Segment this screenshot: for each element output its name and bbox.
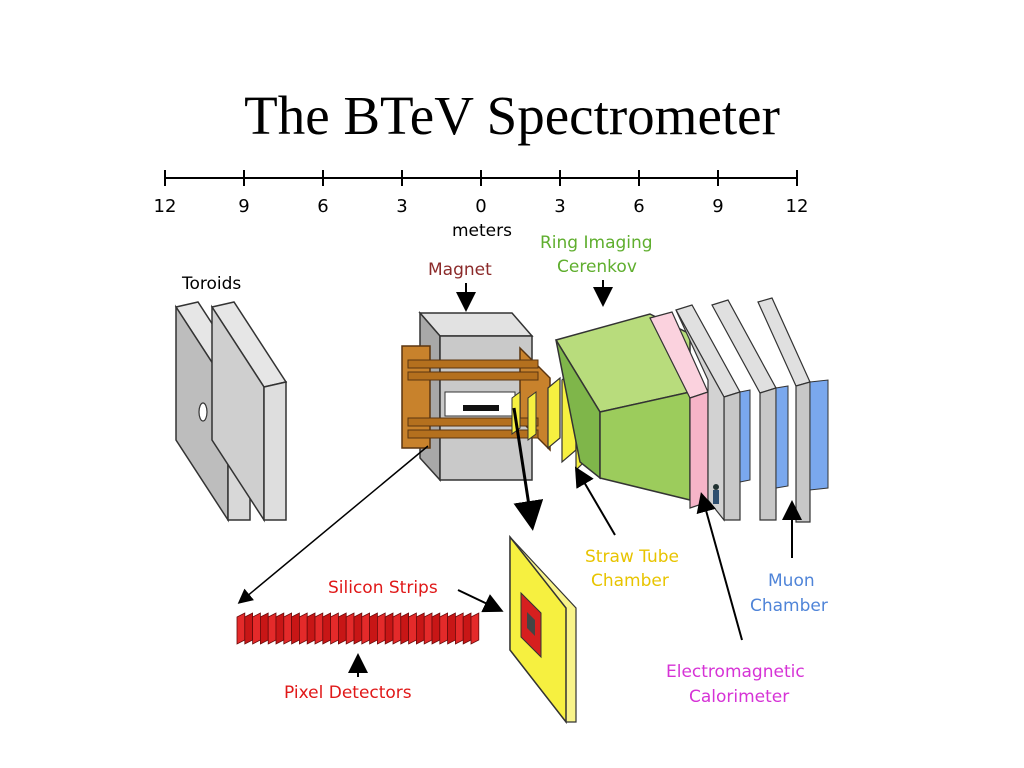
silicon-strip bbox=[259, 612, 269, 645]
scale-tick-label: 12 bbox=[786, 196, 809, 217]
magnet-coil-bar-4 bbox=[407, 429, 539, 439]
pixel-detail-arrow bbox=[512, 407, 544, 531]
magnet-gap bbox=[444, 391, 516, 417]
silicon-strip bbox=[314, 612, 324, 645]
page-title: The BTeV Spectrometer bbox=[244, 85, 780, 146]
muon-plane-2-face bbox=[759, 387, 777, 521]
muon-blue-1 bbox=[739, 389, 751, 483]
muon-chambers bbox=[675, 297, 829, 523]
muon-label-line2: Chamber bbox=[750, 596, 828, 616]
silicon-strip bbox=[431, 612, 441, 645]
silicon-strip bbox=[244, 612, 254, 645]
rich-detector bbox=[554, 313, 691, 501]
silicon-strip bbox=[306, 612, 316, 645]
silicon-strip bbox=[345, 612, 355, 645]
muon-blue-2 bbox=[775, 385, 789, 489]
strips-detail-arrow bbox=[237, 445, 429, 604]
scale-tick-label: 12 bbox=[154, 196, 177, 217]
silicon-strip bbox=[470, 612, 480, 645]
scale-unit-label: meters bbox=[452, 221, 512, 241]
silicon-planes bbox=[511, 391, 537, 441]
vertex-detector bbox=[463, 405, 499, 411]
magnet bbox=[401, 310, 551, 482]
silicon-strip bbox=[298, 612, 308, 645]
straw-tube-arrow bbox=[574, 466, 616, 536]
silicon-strip bbox=[322, 612, 332, 645]
muon-plane-3-face bbox=[795, 381, 811, 523]
magnet-coil-bar-1 bbox=[407, 359, 539, 369]
scale-tick-label: 0 bbox=[475, 196, 486, 217]
straw-tube-label-line2: Chamber bbox=[591, 571, 669, 591]
silicon-strip bbox=[283, 612, 293, 645]
silicon-strip bbox=[408, 612, 417, 645]
silicon-strip bbox=[361, 612, 371, 645]
scale-tick-label: 9 bbox=[712, 196, 723, 217]
scale-tick-label: 6 bbox=[317, 196, 328, 217]
ecal-label-line1: Electromagnetic bbox=[666, 662, 805, 682]
straw-chamber-1 bbox=[547, 376, 561, 450]
rich-label-line2: Cerenkov bbox=[557, 257, 637, 277]
pixel-plane-hole bbox=[527, 612, 535, 636]
pixel-plane-detail bbox=[509, 534, 577, 725]
toroids-label: Toroids bbox=[181, 274, 241, 294]
scale-tick-label: 3 bbox=[396, 196, 407, 217]
silicon-strip bbox=[376, 612, 386, 645]
silicon-strip bbox=[400, 612, 410, 645]
distance-scale: 12 9 6 3 0 3 6 9 12 meters bbox=[154, 170, 809, 241]
silicon-strip bbox=[267, 612, 277, 645]
silicon-strip bbox=[454, 612, 464, 645]
silicon-strips-arrow bbox=[457, 589, 504, 613]
silicon-plane-2 bbox=[527, 391, 537, 441]
ecal-label-line2: Calorimeter bbox=[689, 687, 789, 707]
magnet-label: Magnet bbox=[428, 260, 492, 280]
muon-label-line1: Muon bbox=[768, 571, 815, 591]
toroids bbox=[174, 301, 288, 523]
silicon-strips-label: Silicon Strips bbox=[328, 578, 438, 598]
silicon-strip bbox=[369, 612, 378, 645]
scale-tick-label: 3 bbox=[554, 196, 565, 217]
silicon-strip bbox=[462, 612, 472, 645]
pixel-detectors-label: Pixel Detectors bbox=[284, 683, 412, 703]
silicon-strip bbox=[275, 612, 285, 645]
muon-blue-3 bbox=[809, 379, 829, 491]
scale-tick-label: 6 bbox=[633, 196, 644, 217]
scale-tick-label: 9 bbox=[238, 196, 249, 217]
magnet-coil-bar-2 bbox=[407, 371, 539, 381]
ecal-face bbox=[689, 391, 709, 509]
rich-label-line1: Ring Imaging bbox=[540, 233, 653, 253]
person-figure bbox=[713, 484, 719, 490]
silicon-strip bbox=[353, 612, 363, 645]
toroid-right-edge bbox=[263, 381, 287, 521]
silicon-strip bbox=[252, 612, 261, 645]
muon-plane-1-left bbox=[675, 309, 725, 522]
person-body bbox=[713, 490, 719, 504]
silicon-strip bbox=[236, 612, 246, 645]
silicon-strip bbox=[447, 612, 456, 645]
silicon-strip bbox=[439, 612, 449, 645]
silicon-strip bbox=[423, 612, 433, 645]
silicon-strip-array bbox=[236, 612, 480, 645]
silicon-strip bbox=[384, 612, 394, 645]
magnet-coil-bar-3 bbox=[407, 417, 539, 427]
silicon-strip bbox=[330, 612, 339, 645]
silicon-strip bbox=[392, 612, 402, 645]
scale-ticks: 12 9 6 3 0 3 6 9 12 bbox=[154, 170, 809, 217]
muon-plane-1-face bbox=[723, 391, 741, 521]
silicon-strip bbox=[337, 612, 347, 645]
ecal-arrow bbox=[696, 492, 743, 641]
straw-tube-label-line1: Straw Tube bbox=[585, 547, 679, 567]
toroid-hole bbox=[198, 402, 208, 422]
silicon-strip bbox=[415, 612, 425, 645]
silicon-strip bbox=[291, 612, 300, 645]
